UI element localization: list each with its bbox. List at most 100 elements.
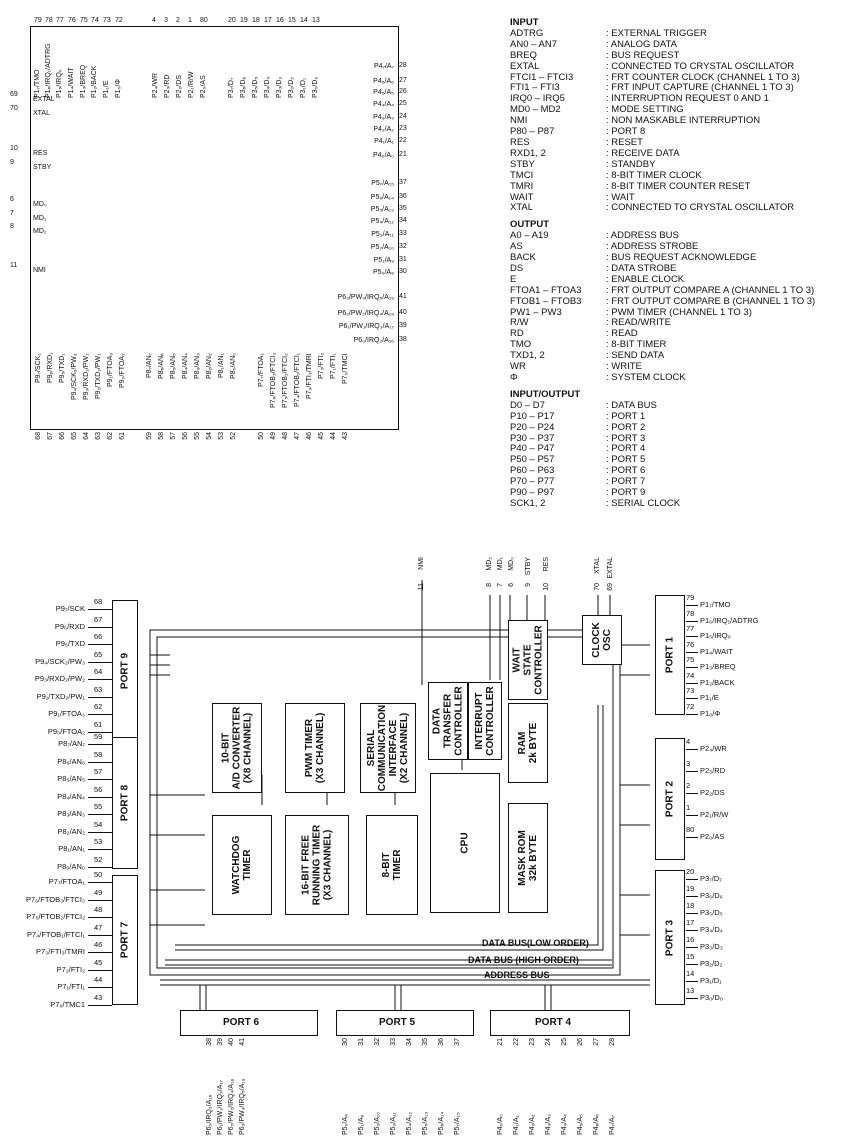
pin-number: 79: [34, 17, 42, 24]
pin-label: P4₀/A₀: [373, 152, 394, 159]
pin-number: 62: [107, 432, 114, 440]
legend-description: : PORT 3: [606, 432, 646, 444]
legend-row: TMCI: 8-BIT TIMER CLOCK: [510, 170, 852, 182]
pin-label: P5₆/A₁₄: [370, 194, 394, 201]
pin-line: [88, 644, 112, 645]
pin-label: P8₅/AN₅: [57, 774, 85, 783]
adc-label: 10-BIT A/D CONVERTER (X8 CHANNEL): [220, 706, 254, 790]
pin-line: [686, 930, 698, 931]
pin-number: 61: [94, 719, 103, 729]
pin-label: P3₆/D₆: [700, 891, 723, 900]
legend-description: : SYSTEM CLOCK: [606, 372, 686, 383]
port-3-label: PORT 3: [664, 919, 676, 956]
pin-number: 17: [264, 17, 272, 24]
legend-description: : READ: [606, 328, 638, 340]
legend-row: P40 – P47: PORT 4: [510, 444, 852, 455]
pin-label: P4₆/A₆: [593, 1114, 600, 1135]
legend-description: : PORT 6: [606, 465, 646, 477]
legend-signal: PW1 – PW3: [510, 306, 562, 318]
pin-line: [88, 849, 112, 850]
legend-signal: AN0 – AN7: [510, 38, 557, 50]
pin-label: P6₀/IRQ₂/A₁₆: [206, 1094, 213, 1135]
legend-signal: FTOB1 – FTOB3: [510, 295, 582, 307]
pin-number: 16: [276, 17, 284, 24]
pin-number: 37: [399, 179, 407, 186]
legend-heading: INPUT: [510, 17, 539, 28]
pin-label: P3₀/D₀: [312, 76, 319, 98]
top-signal-number: 7: [497, 583, 504, 587]
legend-description: : MODE SETTING: [606, 104, 684, 116]
pin-label: P3₃/D₃: [276, 76, 283, 98]
pin-line: [88, 1004, 112, 1006]
pin-label: P5₁/A₉: [373, 257, 394, 264]
pin-label: P4₄/A₄: [561, 1114, 568, 1135]
legend-row: DS: DATA STROBE: [510, 263, 852, 275]
pin-label: P9₀/FTOA₂: [47, 726, 85, 736]
pin-number: 66: [59, 432, 66, 440]
pin-label: P7₁/FTI₁: [330, 353, 337, 379]
pin-line: [686, 837, 698, 838]
pin-line: [686, 620, 698, 622]
port-9-label: PORT 9: [119, 652, 131, 690]
legend-row: STBY: STANDBY: [510, 158, 852, 171]
pin-label: P1₁/E: [103, 80, 110, 98]
legend-description: : EXTERNAL TRIGGER: [606, 27, 707, 39]
pin-line: [88, 731, 112, 733]
legend-signal: P70 – P77: [510, 476, 555, 488]
pin-number: 9: [10, 159, 14, 166]
pin-label: P3₄/D₄: [700, 925, 723, 934]
pin-label: NMI: [33, 267, 46, 274]
pin-number: 35: [399, 205, 407, 212]
legend-signal: P80 – P87: [510, 126, 555, 138]
pin-line: [88, 831, 112, 833]
pin-number: 19: [240, 17, 248, 24]
legend-row: P80 – P87: PORT 8: [510, 126, 852, 138]
pin-number: 25: [561, 1038, 568, 1046]
pin-number: 58: [158, 432, 165, 440]
pin-number: 38: [206, 1038, 213, 1046]
pin-number: 17: [686, 918, 695, 927]
pin-number: 14: [686, 969, 695, 978]
legend-description: : WRITE: [606, 361, 642, 373]
pin-number: 7: [10, 210, 14, 217]
pin-label: P4₇/A₇: [374, 63, 394, 70]
pin-number: 41: [399, 293, 407, 300]
legend-row: P50 – P57: PORT 5: [510, 454, 852, 466]
legend-signal: STBY: [510, 158, 535, 170]
pin-label: P2₁/R/W: [700, 810, 729, 819]
pin-line: [88, 714, 112, 715]
mask-rom-label: MASK ROM 32k BYTE: [517, 830, 539, 886]
pin-number: 21: [399, 151, 407, 158]
top-signal-label: MD₀: [508, 557, 515, 571]
pin-number: 46: [306, 432, 313, 440]
pin-number: 55: [94, 802, 103, 811]
top-signal-number: 70: [594, 583, 601, 591]
adc-block: 10-BIT A/D CONVERTER (X8 CHANNEL): [212, 703, 262, 793]
pin-line: [88, 866, 112, 868]
pin-number: 54: [206, 432, 213, 440]
pin-label: P2₄/WR: [700, 744, 727, 753]
pin-number: 19: [686, 884, 695, 893]
pin-label: P8₇/AN₇: [146, 353, 153, 379]
pin-label: P1₃/BREQ: [700, 662, 736, 671]
pin-number: 18: [686, 901, 695, 910]
pin-label: P1₄/WAIT: [700, 646, 733, 656]
pin-line: [686, 682, 698, 684]
top-signal-number: 9: [525, 583, 532, 587]
pin-label: P1₇/TMO: [34, 69, 41, 98]
legend-signal: FTCI1 – FTCI3: [510, 71, 574, 83]
pin-label: P9₂/TXD₂/PW₁: [95, 353, 102, 399]
pin-label: P5₅/A₁₃: [370, 206, 394, 213]
pin-number: 22: [399, 137, 407, 144]
pin-label: P3₄/D₄: [264, 76, 271, 98]
top-signal-label: MD₂: [486, 557, 493, 571]
pin-label: P9₃/RXD₂/PW₂: [34, 674, 85, 683]
pin-label: P2₃/RD: [700, 766, 726, 775]
legend-row: RD: READ: [510, 328, 852, 340]
legend-description: : PORT 9: [606, 487, 646, 499]
pin-label: P7₇/FTOA₁: [48, 877, 85, 886]
pin-number: 36: [438, 1038, 445, 1046]
pin-number: 40: [399, 309, 407, 316]
pin-number: 10: [10, 145, 18, 152]
legend-signal: R/W: [510, 317, 529, 329]
